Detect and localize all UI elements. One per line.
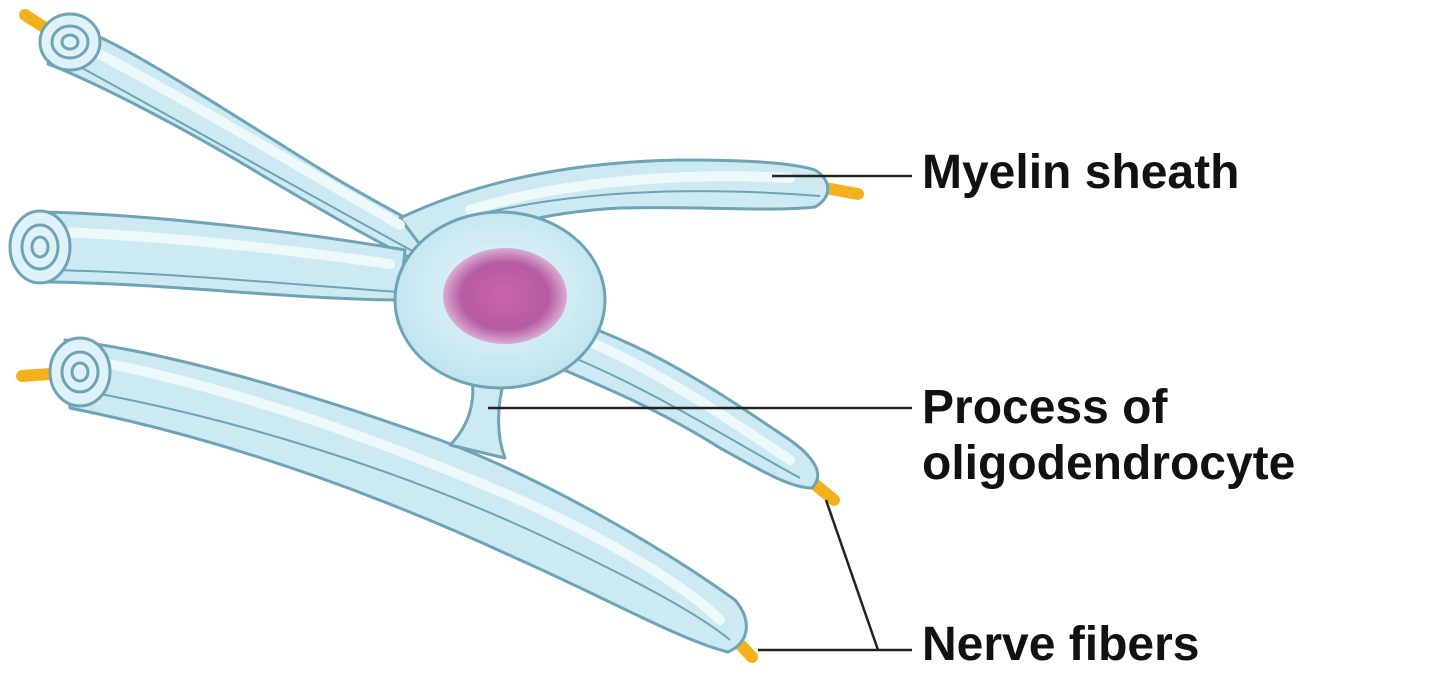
nucleus [443,248,567,344]
rolled-sheath-ends [8,12,112,408]
sheath-end-lower-left [48,336,112,408]
leader-nerve-fiber-mid [824,499,880,651]
nerve-fiber-top-right [819,182,864,200]
label-process-line1: Process of [922,381,1168,434]
label-nerve-fibers: Nerve fibers [922,618,1200,671]
label-myelin-sheath: Myelin sheath [922,146,1240,199]
sheath-highlights [55,39,795,625]
sheath-end-top-left [38,12,102,72]
label-process-line2: oligodendrocyte [922,437,1296,490]
oligodendrocyte-cell-body [393,210,607,390]
sheath-inner-lines [49,55,821,641]
process-stalk [448,376,507,460]
label-process-of-oligodendrocyte: Process of oligodendrocyte [922,380,1295,492]
myelin-sheath-upper-right [398,158,830,260]
myelin-sheath-lower-right [543,318,820,490]
sheath-end-left [8,209,72,285]
leader-lines [488,174,912,652]
myelin-sheath-bottom [63,338,748,654]
